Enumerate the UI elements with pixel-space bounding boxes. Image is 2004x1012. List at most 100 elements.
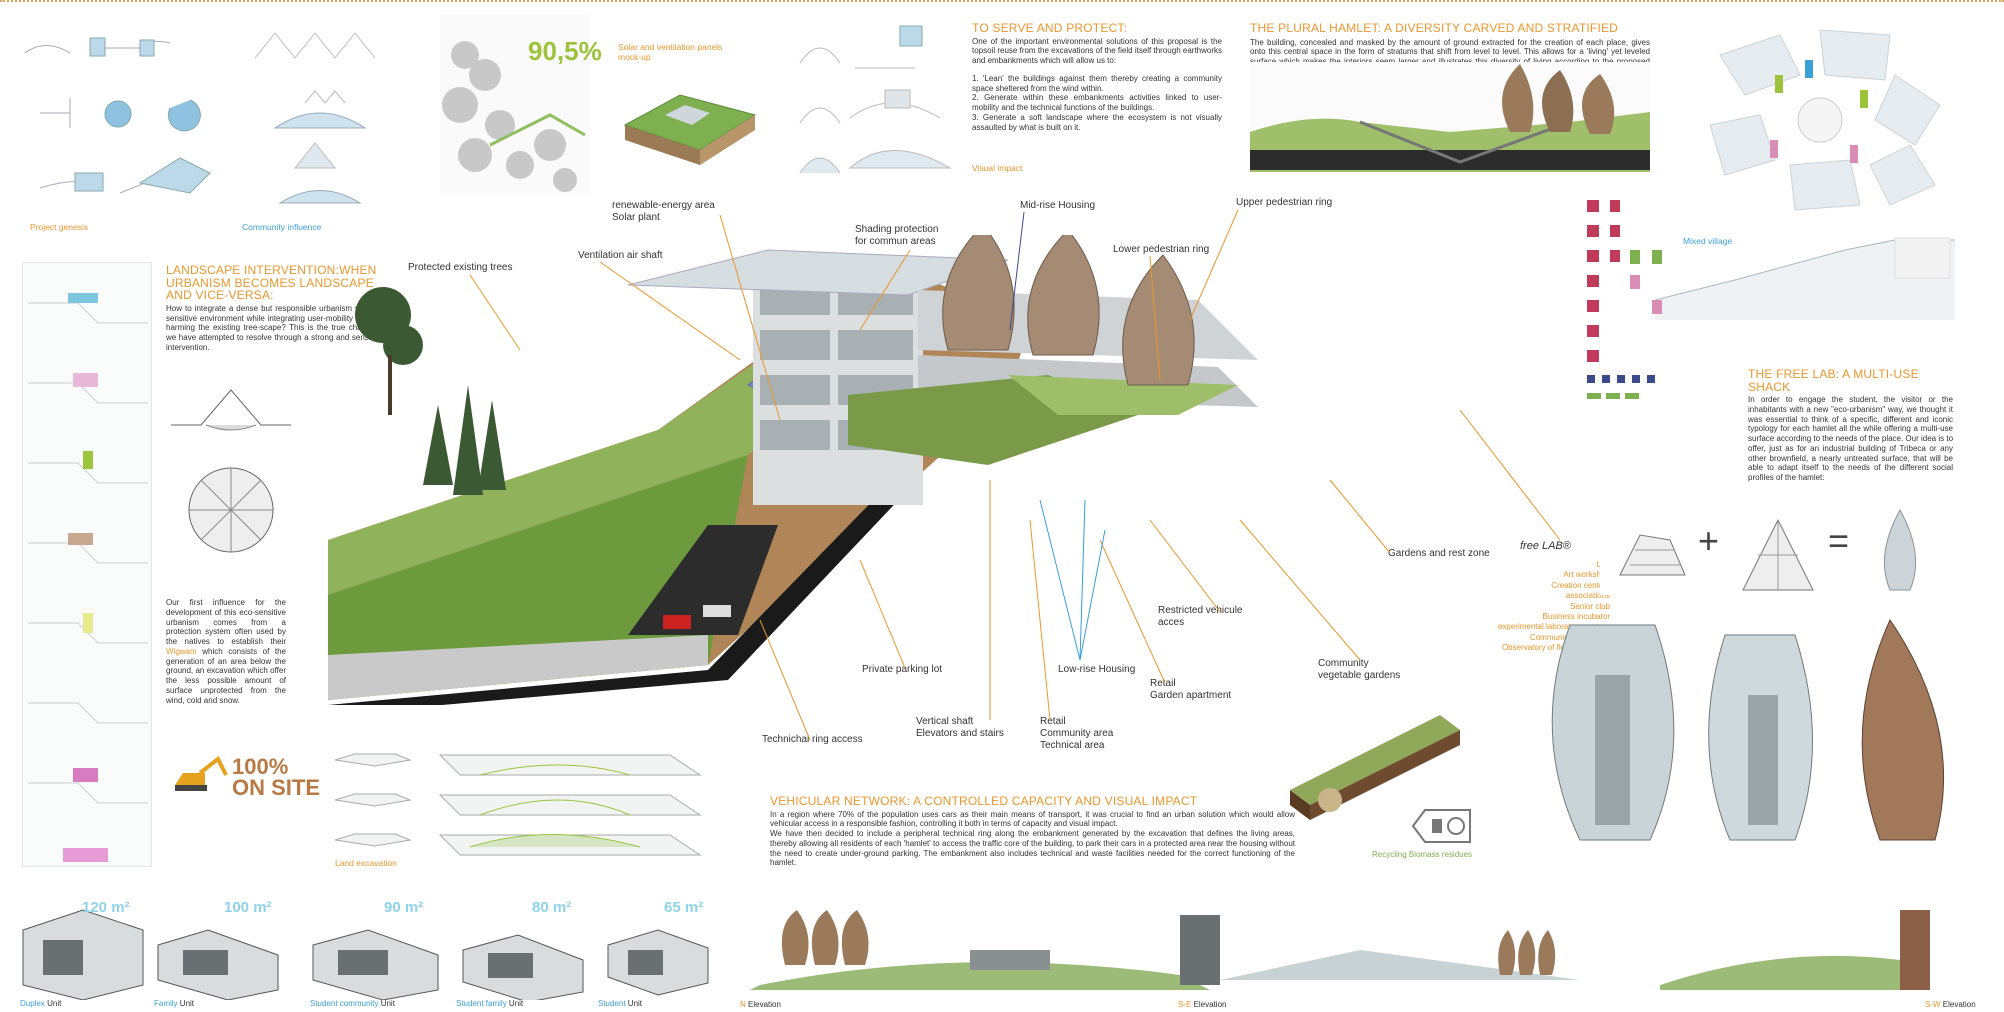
land-excavation-caption: Land excavation bbox=[335, 858, 397, 868]
label-retail-community: Retail Community area Technical area bbox=[1040, 716, 1114, 751]
stratum-sketches-panel bbox=[22, 262, 152, 867]
freelab-item: Business incubator bbox=[1542, 611, 1610, 621]
unit-name: Student community bbox=[310, 999, 379, 1008]
label-upper-ring: Upper pedestrian ring bbox=[1236, 197, 1333, 208]
free-lab-title: THE FREE LAB: A MULTI-USE SHACK bbox=[1748, 367, 1919, 394]
wigwam-plan-sketch bbox=[166, 460, 296, 560]
mixed-village-diagram bbox=[1709, 29, 1941, 211]
free-lab-towers-render bbox=[1551, 618, 1944, 841]
label-lowrise-housing: Low-rise Housing bbox=[1058, 664, 1136, 675]
equals-sign: = bbox=[1828, 520, 1850, 561]
unit-name: Family bbox=[154, 999, 178, 1008]
mixed-village-section bbox=[1655, 237, 1955, 320]
freelab-item: Art workshop bbox=[1563, 570, 1610, 580]
project-genesis-sketches bbox=[24, 37, 211, 194]
percent-forest-preserved: 90,5% bbox=[528, 36, 602, 66]
unit-isometrics bbox=[22, 909, 709, 1000]
solar-panels-mockup-image bbox=[623, 94, 757, 165]
label-lower-ring: Lower pedestrian ring bbox=[1113, 244, 1210, 255]
serve-protect-item-2: 2. Generate within these embankments act… bbox=[972, 93, 1222, 113]
unit-suffix: Unit bbox=[378, 999, 395, 1008]
freelab-item: Senior club bbox=[1569, 601, 1610, 611]
main-section-render bbox=[328, 235, 1258, 705]
excavator-icon bbox=[175, 755, 228, 791]
biomass-field-render bbox=[1290, 715, 1460, 820]
elevation-label: S-W Elevation bbox=[1925, 1000, 1976, 1009]
plural-hamlet-title: THE PLURAL HAMLET: A DIVERSITY CARVED AN… bbox=[1250, 21, 1619, 35]
serve-protect-section: TO SERVE AND PROTECT: One of the importa… bbox=[972, 22, 1222, 132]
label-ventilation-shaft: Ventilation air shaft bbox=[578, 250, 663, 261]
plus-sign: + bbox=[1698, 520, 1720, 561]
units-strip: 120 m² 100 m² 90 m² 80 m² 65 m² Duplex U… bbox=[18, 895, 718, 1010]
unit-label: Student community Unit bbox=[310, 999, 395, 1008]
serve-protect-item-3: 3. Generate a soft landscape where the e… bbox=[972, 112, 1222, 132]
unit-label: Family Unit bbox=[154, 999, 194, 1008]
label-midrise-housing: Mid-rise Housing bbox=[1020, 200, 1096, 211]
onsite-badge: 100% ON SITE bbox=[232, 754, 321, 800]
wigwam-influence-text: Our first influence for the development … bbox=[166, 598, 286, 705]
unit-area: 90 m² bbox=[384, 899, 424, 916]
label-retail-garden: Retail Garden apartment bbox=[1150, 678, 1232, 701]
free-lab-body: In order to engage the student, the visi… bbox=[1748, 395, 1954, 483]
label-protected-trees: Protected existing trees bbox=[408, 262, 513, 273]
serve-protect-item-1: 1. 'Lean' the buildings against them the… bbox=[972, 73, 1222, 93]
label-private-parking: Private parking lot bbox=[862, 664, 943, 675]
elevation-label: N Elevation bbox=[740, 1000, 781, 1009]
landscape-title: LANDSCAPE INTERVENTION:WHEN URBANISM BEC… bbox=[166, 263, 377, 303]
hamlet-section-render bbox=[1250, 62, 1650, 172]
unit-suffix: Unit bbox=[177, 999, 195, 1008]
landscape-section: LANDSCAPE INTERVENTION:WHEN URBANISM BEC… bbox=[166, 264, 383, 353]
solar-caption: Solar and ventilation panels mock-up bbox=[618, 42, 723, 63]
elevations-render bbox=[750, 910, 1930, 990]
unit-suffix: Unit bbox=[506, 999, 524, 1008]
freelab-item: Creation centers bbox=[1551, 580, 1610, 590]
unit-area: 100 m² bbox=[224, 899, 272, 916]
elevation-dir: S-E bbox=[1178, 1000, 1192, 1009]
unit-area: 120 m² bbox=[82, 899, 130, 916]
wigwam-section-sketch bbox=[166, 380, 296, 438]
elevation-suffix: Elevation bbox=[1940, 1000, 1976, 1009]
unit-name: Student bbox=[598, 999, 626, 1008]
elevation-label: S-E Elevation bbox=[1178, 1000, 1226, 1009]
shack-result-image bbox=[1883, 508, 1917, 591]
mixed-village-caption: Mixed village bbox=[1683, 236, 1733, 246]
elevation-dir: N bbox=[740, 1000, 746, 1009]
visual-impact-sketches bbox=[799, 25, 952, 174]
unit-label: Student Unit bbox=[598, 999, 642, 1008]
industrial-sketch-image bbox=[1600, 515, 1700, 595]
land-excavation-sketches bbox=[334, 753, 702, 856]
label-restricted-vehicle: Restricted vehicule acces bbox=[1158, 605, 1243, 628]
label-shading: Shading protection for commun areas bbox=[855, 224, 939, 247]
onsite-text: ON SITE bbox=[232, 774, 321, 800]
wigwam-link-text: Wigwam bbox=[166, 646, 197, 656]
unit-name: Duplex bbox=[20, 999, 45, 1008]
freelab-item: associations bbox=[1565, 591, 1610, 601]
label-technical-ring: Technichal ring access bbox=[762, 734, 863, 745]
label-renewable-energy: renewable-energy area Solar plant bbox=[612, 200, 715, 223]
freelab-item: Observatory of flora and fauna bbox=[1501, 643, 1610, 653]
serve-protect-intro: One of the important environmental solut… bbox=[972, 36, 1222, 66]
freelab-item: experimental laboratory centers bbox=[1497, 622, 1610, 632]
unit-area: 65 m² bbox=[664, 899, 704, 916]
onsite-percent: 100% bbox=[232, 754, 289, 779]
freelab-item: Loft bbox=[1470, 560, 1610, 570]
unit-suffix: Unit bbox=[625, 999, 643, 1008]
unit-area: 80 m² bbox=[532, 899, 572, 916]
vehicular-p1: In a region where 70% of the population … bbox=[770, 809, 1295, 829]
elevation-suffix: Elevation bbox=[1191, 1000, 1227, 1009]
top-dotted-rule bbox=[0, 0, 2004, 3]
unit-label: Duplex Unit bbox=[20, 999, 61, 1008]
landscape-body: How to integrate a dense but responsible… bbox=[166, 303, 383, 352]
wigwam-influence-post: which consists of the generation of an a… bbox=[166, 646, 286, 705]
vehicular-p2: We have then decided to include a periph… bbox=[770, 829, 1295, 868]
vehicular-title: VEHICULAR NETWORK: A CONTROLLED CAPACITY… bbox=[770, 794, 1198, 808]
stratum-sketches bbox=[28, 293, 148, 862]
community-influence-sketches bbox=[254, 32, 376, 204]
tipi-sketch-image bbox=[1742, 518, 1814, 591]
visual-impact-caption: Visual impact bbox=[972, 163, 1023, 173]
unit-suffix: Unit bbox=[44, 999, 62, 1008]
unit-name: Student family bbox=[456, 999, 507, 1008]
unit-label: Student family Unit bbox=[456, 999, 523, 1008]
recycling-caption: Recycling Biomass residues bbox=[1372, 850, 1473, 859]
serve-protect-title: TO SERVE AND PROTECT: bbox=[972, 21, 1128, 35]
